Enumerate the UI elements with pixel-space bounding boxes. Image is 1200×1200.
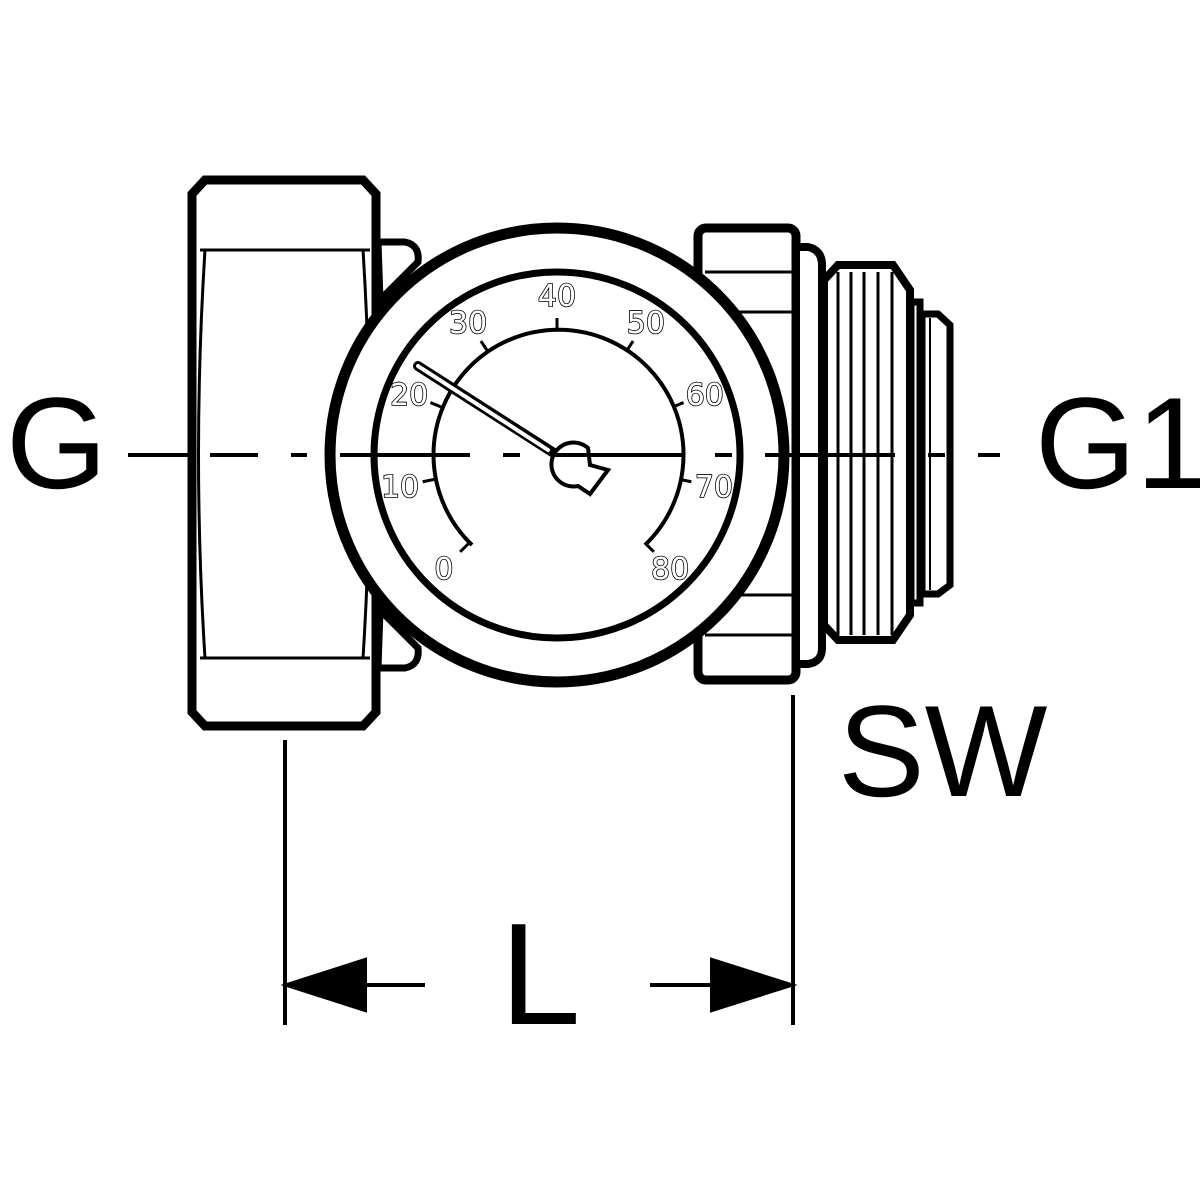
gauge-scale-label: 60	[686, 378, 724, 413]
gauge-tick	[671, 401, 685, 409]
gauge-scale-label: 80	[651, 552, 689, 587]
length-dimension	[280, 695, 798, 1025]
gauge-scale-label: 20	[390, 378, 428, 413]
threaded-connector	[820, 261, 954, 644]
label-g: G	[6, 370, 107, 516]
arrow-left-icon	[280, 957, 367, 1013]
gauge-ticks	[422, 318, 692, 553]
gauge-scale-label: 0	[434, 552, 453, 587]
gauge-tick	[459, 542, 470, 553]
gauge-tick	[429, 401, 443, 409]
gauge-scale-label: 50	[627, 306, 665, 341]
left-collar	[374, 238, 422, 672]
label-l: L	[500, 893, 581, 1055]
label-g1: G1	[1035, 370, 1200, 516]
gauge-needle-highlight	[416, 364, 550, 452]
label-sw: SW	[838, 678, 1048, 824]
gauge-tick	[625, 340, 635, 352]
gauge-scale-label: 70	[695, 470, 733, 505]
left-hex-nut	[187, 175, 381, 731]
gauge-tick	[644, 542, 655, 553]
gauge-scale-labels: 0 10 20 30 40 50 60 70 80	[380, 278, 734, 588]
arrow-right-icon	[710, 957, 798, 1013]
gauge-scale-label: 40	[538, 279, 576, 314]
gauge-tick	[422, 477, 435, 484]
gauge-tick	[479, 340, 489, 352]
gauge-tick	[679, 477, 692, 484]
gauge-scale-label: 10	[381, 470, 419, 505]
gauge-scale-label: 30	[449, 306, 487, 341]
